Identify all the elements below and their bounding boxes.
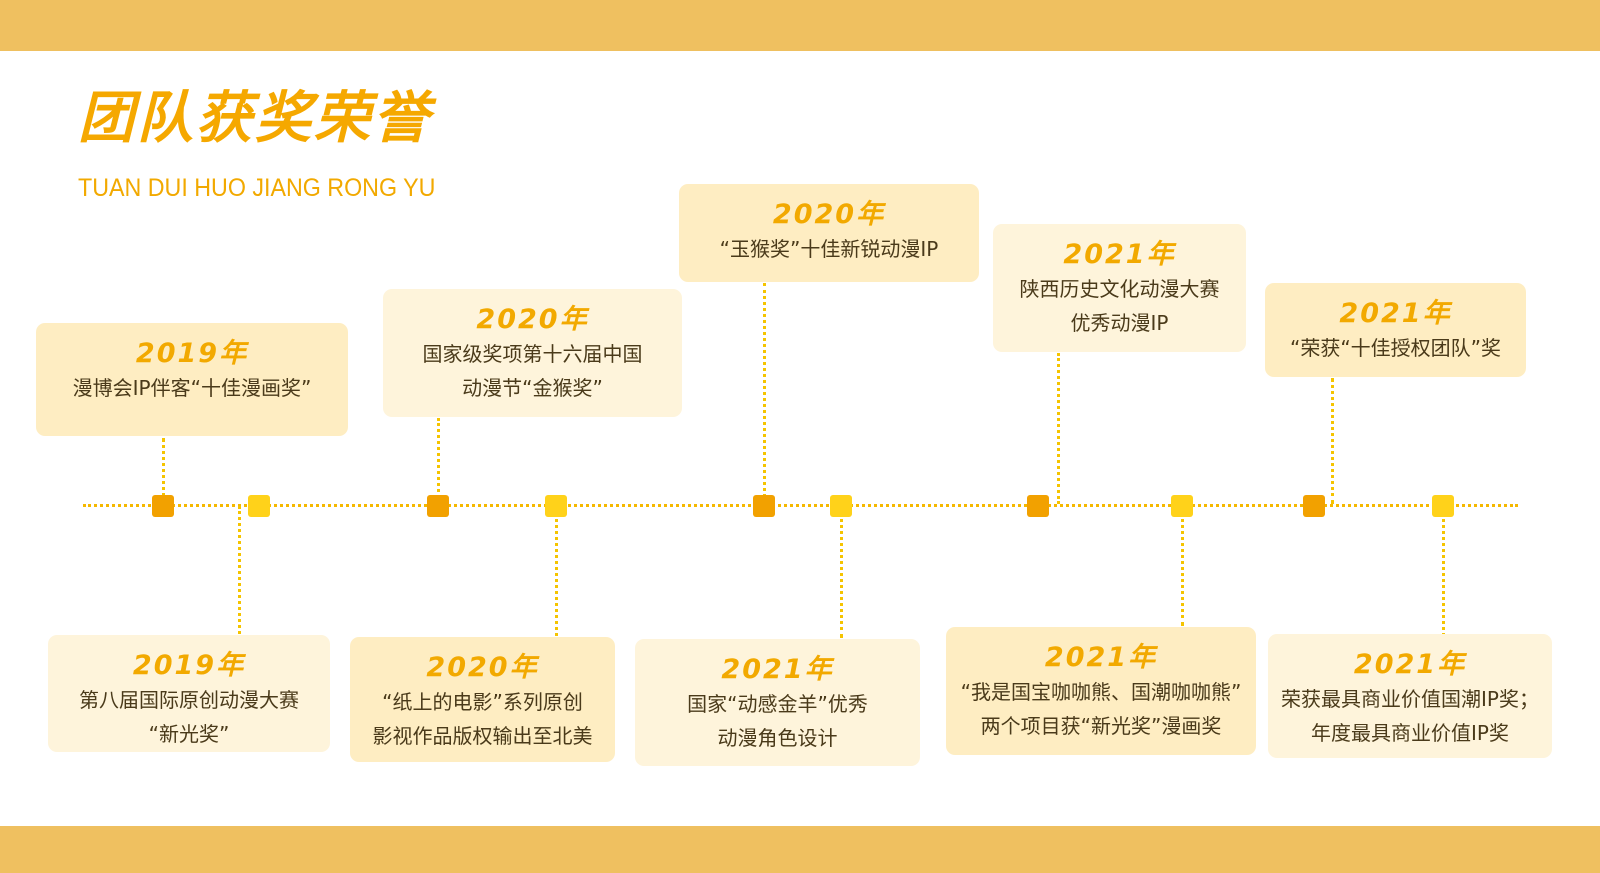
award-description: 漫博会IP伴客“十佳漫画奖” xyxy=(72,376,312,400)
connector-bottom-2 xyxy=(555,506,558,636)
connector-top-4 xyxy=(1057,353,1060,504)
award-year: 2021年 xyxy=(1044,642,1158,673)
award-year: 2019年 xyxy=(132,650,246,681)
award-card-top-3: 2020年 “玉猴奖”十佳新锐动漫IP xyxy=(679,184,979,282)
connector-top-2 xyxy=(437,418,440,504)
award-description: “新光奖” xyxy=(148,722,230,746)
award-description: “玉猴奖”十佳新锐动漫IP xyxy=(719,237,939,261)
timeline-node-4 xyxy=(545,495,567,517)
award-year: 2021年 xyxy=(1063,239,1176,270)
timeline-axis xyxy=(83,504,1518,507)
award-description: 年度最具商业价值IP奖 xyxy=(1311,721,1509,745)
connector-top-5 xyxy=(1331,378,1334,504)
award-description: 荣获最具商业价值国潮IP奖； xyxy=(1281,687,1539,711)
award-year: 2020年 xyxy=(772,199,886,230)
timeline-node-6 xyxy=(830,495,852,517)
page-title: 团队获奖荣誉 xyxy=(78,86,432,151)
timeline-node-8 xyxy=(1171,495,1193,517)
timeline-node-2 xyxy=(248,495,270,517)
connector-bottom-4 xyxy=(1181,506,1184,626)
award-description: 动漫角色设计 xyxy=(717,726,838,750)
award-description: “我是国宝咖咖熊、国潮咖咖熊” xyxy=(960,680,1242,704)
top-banner xyxy=(0,0,1600,51)
award-description: 国家“动感金羊”优秀 xyxy=(687,692,868,716)
award-description: 国家级奖项第十六届中国 xyxy=(422,342,643,366)
connector-top-3 xyxy=(763,283,766,504)
timeline-node-3 xyxy=(427,495,449,517)
award-year: 2020年 xyxy=(476,304,589,335)
timeline-node-9 xyxy=(1303,495,1325,517)
award-card-bottom-5: 2021年 荣获最具商业价值国潮IP奖； 年度最具商业价值IP奖 xyxy=(1268,634,1552,758)
connector-top-1 xyxy=(162,438,165,504)
timeline-node-5 xyxy=(753,495,775,517)
award-year: 2021年 xyxy=(1353,649,1467,680)
connector-bottom-5 xyxy=(1442,506,1445,636)
page-subtitle: TUAN DUI HUO JIANG RONG YU xyxy=(78,174,436,202)
award-card-top-5: 2021年 “荣获“十佳授权团队”奖 xyxy=(1265,283,1526,377)
award-description: 优秀动漫IP xyxy=(1070,311,1169,335)
award-card-top-1: 2019年 漫博会IP伴客“十佳漫画奖” xyxy=(36,323,348,436)
award-card-top-2: 2020年 国家级奖项第十六届中国 动漫节“金猴奖” xyxy=(383,289,682,417)
award-card-bottom-4: 2021年 “我是国宝咖咖熊、国潮咖咖熊” 两个项目获“新光奖”漫画奖 xyxy=(946,627,1256,755)
award-card-bottom-2: 2020年 “纸上的电影”系列原创 影视作品版权输出至北美 xyxy=(350,637,615,762)
award-year: 2019年 xyxy=(135,338,249,369)
award-card-bottom-1: 2019年 第八届国际原创动漫大赛 “新光奖” xyxy=(48,635,330,752)
bottom-banner xyxy=(0,826,1600,873)
award-description: 陕西历史文化动漫大赛 xyxy=(1019,277,1220,301)
award-description: 两个项目获“新光奖”漫画奖 xyxy=(980,714,1222,738)
award-description: 影视作品版权输出至北美 xyxy=(372,724,593,748)
award-card-top-4: 2021年 陕西历史文化动漫大赛 优秀动漫IP xyxy=(993,224,1246,352)
connector-bottom-3 xyxy=(840,506,843,638)
timeline-node-10 xyxy=(1432,495,1454,517)
timeline-node-7 xyxy=(1027,495,1049,517)
award-year: 2021年 xyxy=(1339,298,1452,329)
timeline-node-1 xyxy=(152,495,174,517)
connector-bottom-1 xyxy=(238,506,241,634)
award-card-bottom-3: 2021年 国家“动感金羊”优秀 动漫角色设计 xyxy=(635,639,920,766)
award-description: “纸上的电影”系列原创 xyxy=(382,690,583,714)
award-year: 2021年 xyxy=(721,654,834,685)
award-description: “荣获“十佳授权团队”奖 xyxy=(1289,336,1502,360)
award-description: 动漫节“金猴奖” xyxy=(462,376,603,400)
award-year: 2020年 xyxy=(426,652,539,683)
award-description: 第八届国际原创动漫大赛 xyxy=(79,688,299,712)
